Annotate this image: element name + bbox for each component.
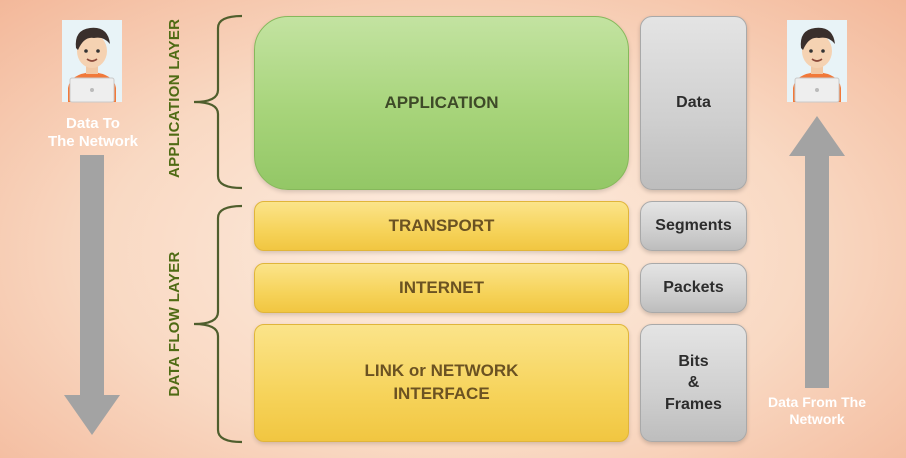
data-flow-brace-icon [193, 204, 243, 444]
application-brace-icon [193, 14, 243, 190]
right-user-at-laptop-icon [787, 20, 847, 103]
up-arrow-icon [789, 116, 845, 388]
data-unit-box: Data [640, 16, 747, 190]
transport-label: TRANSPORT [388, 215, 495, 235]
data-flow-layer-label: DATA FLOW LAYER [166, 251, 183, 397]
application-layer-label: APPLICATION LAYER [166, 18, 183, 178]
application-label: APPLICATION [384, 92, 499, 112]
internet-layer-box: INTERNET [254, 263, 629, 313]
internet-label: INTERNET [399, 277, 484, 297]
bits-frames-unit-box: Bits & Frames [640, 324, 747, 442]
bits-frames-label: Bits & Frames [665, 352, 722, 413]
transport-layer-box: TRANSPORT [254, 201, 629, 251]
data-unit-label: Data [676, 94, 711, 112]
link-layer-box: LINK or NETWORK INTERFACE [254, 324, 629, 442]
application-layer-box: APPLICATION [254, 16, 629, 190]
left-caption: Data To The Network [47, 115, 138, 150]
packets-label: Packets [663, 279, 724, 297]
segments-unit-box: Segments [640, 201, 747, 251]
left-user-at-laptop-icon [62, 20, 122, 103]
down-arrow-icon [64, 155, 120, 435]
link-label: LINK or NETWORK INTERFACE [364, 361, 519, 403]
right-caption: Data From The Network [767, 394, 866, 427]
segments-label: Segments [655, 217, 732, 235]
packets-unit-box: Packets [640, 263, 747, 313]
